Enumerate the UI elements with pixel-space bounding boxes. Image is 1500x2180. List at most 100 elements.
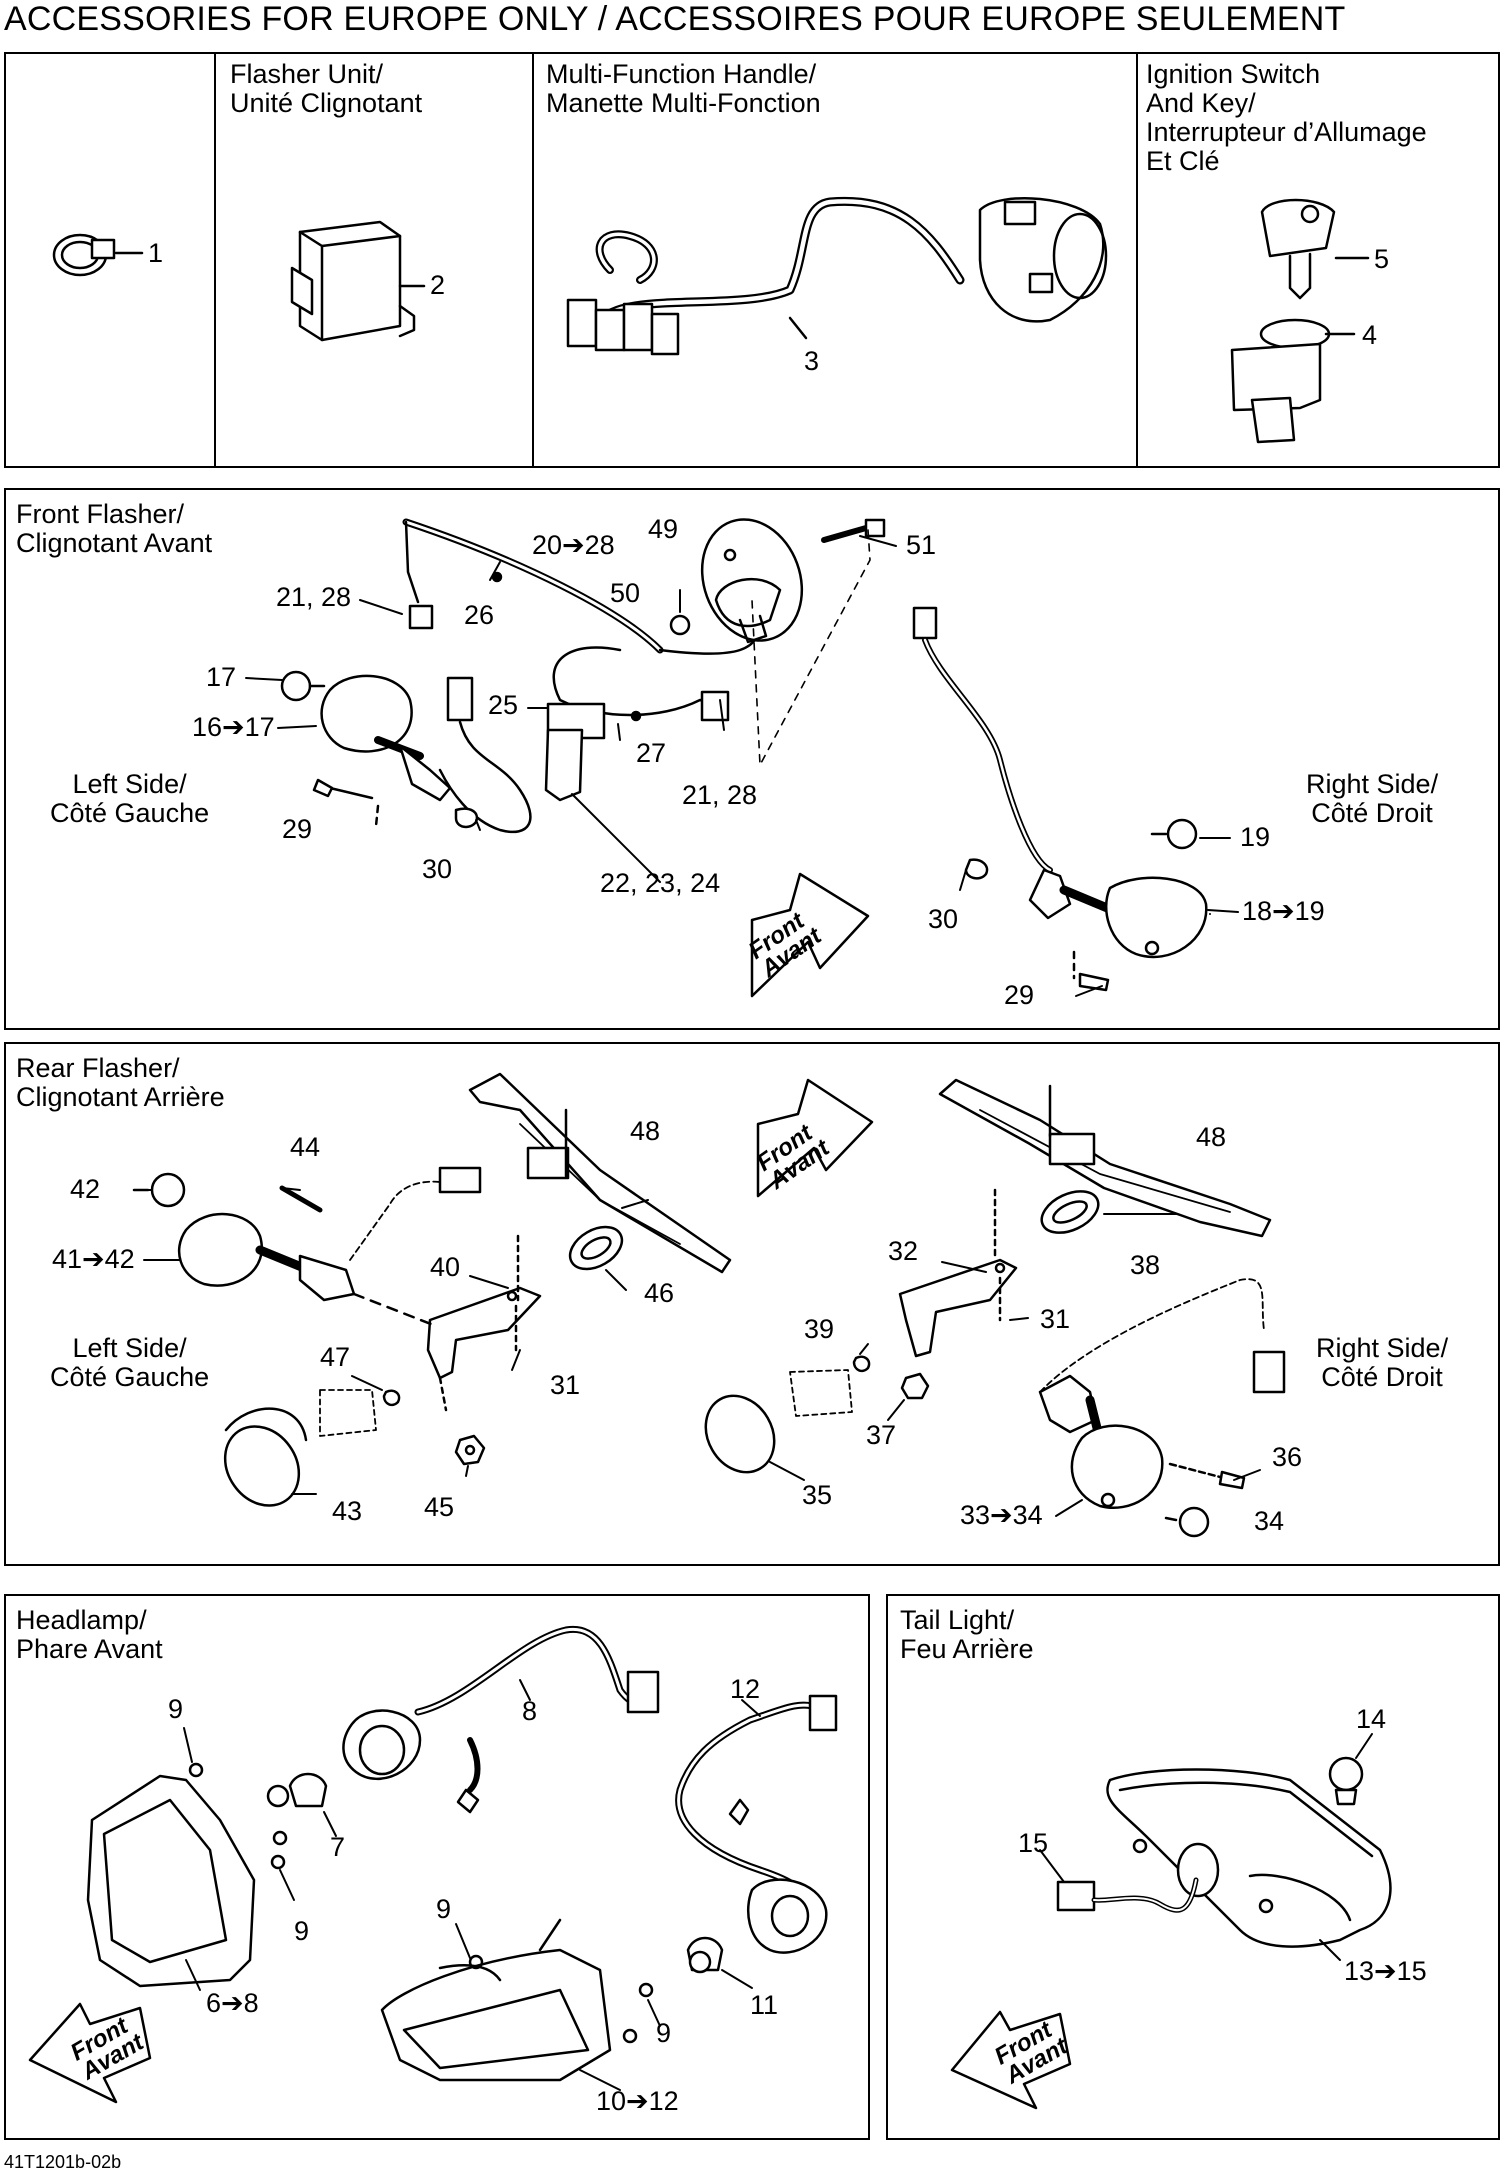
rear-bracket-32-right <box>898 1188 1018 1358</box>
tail-light-leaders <box>1039 1733 1373 1961</box>
callout-9-middle: 9 <box>436 1894 452 1924</box>
callout-32: 32 <box>888 1236 919 1266</box>
callout-34: 34 <box>1254 1506 1285 1536</box>
cell-flasher-unit <box>216 54 534 466</box>
ignition-key-part <box>1260 198 1370 300</box>
rear-right-side-label: Right Side/ Côté Droit <box>1316 1333 1449 1392</box>
callout-11: 11 <box>750 1990 779 2020</box>
cell-multi-function-handle <box>534 54 1138 466</box>
front-flasher-heading: Front Flasher/ Clignotant Avant <box>16 499 213 558</box>
callout-19: 19 <box>1240 822 1271 852</box>
callout-30-right: 30 <box>928 904 959 934</box>
callout-27: 27 <box>636 738 667 768</box>
front-flasher-panel: Front Flasher/ Clignotant Avant Left Sid… <box>4 488 1500 1030</box>
callout-44: 44 <box>290 1132 321 1162</box>
callout-9-top: 9 <box>168 1694 184 1724</box>
callout-43: 43 <box>332 1496 363 1526</box>
tail-light-bulb-14 <box>1328 1756 1364 1806</box>
rear-right-flasher-part <box>1038 1278 1286 1538</box>
rear-nut-45 <box>454 1434 486 1466</box>
callout-45: 45 <box>424 1492 455 1522</box>
callout-8: 8 <box>522 1696 538 1726</box>
rear-flasher-panel: Rear Flasher/ Clignotant Arrière Left Si… <box>4 1042 1500 1566</box>
page-title: ACCESSORIES FOR EUROPE ONLY / ACCESSOIRE… <box>4 0 1346 38</box>
rear-left-lens-43 <box>223 1389 401 1507</box>
front-right-side-label: Right Side/ Côté Droit <box>1306 769 1439 828</box>
multi-function-handle-part <box>566 196 1108 356</box>
callout-16-17: 16➔17 <box>192 712 275 742</box>
callout-1: 1 <box>148 238 164 268</box>
clip-part <box>52 233 144 277</box>
tail-light-front-arrow <box>950 2010 1072 2110</box>
callout-20-28: 20➔28 <box>532 530 615 560</box>
callout-6-8: 6➔8 <box>206 1988 259 2018</box>
callout-22-23-24: 22, 23, 24 <box>600 868 721 898</box>
callout-51: 51 <box>906 530 937 560</box>
callout-14: 14 <box>1356 1704 1387 1734</box>
front-flasher-harness <box>402 518 762 834</box>
callout-4: 4 <box>1362 320 1378 350</box>
front-left-side-label: Left Side/ Côté Gauche <box>50 769 210 828</box>
callout-9-bottom: 9 <box>656 2018 672 2048</box>
callout-41-42: 41➔42 <box>52 1244 135 1274</box>
headlamp-housing-10 <box>380 1918 654 2082</box>
callout-5: 5 <box>1374 244 1390 274</box>
headlamp-harness-12 <box>675 1694 838 1974</box>
callout-21-28-bottom: 21, 28 <box>682 780 758 810</box>
rear-bracket-40-left <box>426 1234 542 1412</box>
front-flasher-front-arrow <box>750 872 870 998</box>
rear-bracket-48-left <box>468 1072 732 1274</box>
rear-flasher-heading: Rear Flasher/ Clignotant Arrière <box>16 1053 225 1112</box>
headlamp-panel: Headlamp/ Phare Avant <box>4 1594 870 2140</box>
callout-25: 25 <box>488 690 519 720</box>
multi-function-handle-heading: Multi-Function Handle/ Manette Multi-Fon… <box>546 59 821 118</box>
callout-38: 38 <box>1130 1250 1161 1280</box>
tail-light-heading: Tail Light/ Feu Arrière <box>900 1605 1034 1664</box>
rear-flasher-leaders <box>139 1187 1261 1517</box>
callout-48-left: 48 <box>630 1116 661 1146</box>
callout-33-34: 33➔34 <box>960 1500 1043 1530</box>
ignition-switch-heading: Ignition Switch And Key/ Interrupteur d’… <box>1146 59 1427 176</box>
front-flasher-leaders <box>245 535 1239 997</box>
callout-21-28-top: 21, 28 <box>276 582 352 612</box>
callout-10-12: 10➔12 <box>596 2086 679 2116</box>
callout-37: 37 <box>866 1420 897 1450</box>
tail-light-panel: Tail Light/ Feu Arrière <box>886 1594 1500 2140</box>
headlamp-harness-8 <box>414 1625 660 1814</box>
callout-47: 47 <box>320 1342 351 1372</box>
callout-46: 46 <box>644 1278 675 1308</box>
ignition-switch-part <box>1230 318 1356 444</box>
callout-31-right: 31 <box>1040 1304 1071 1334</box>
callout-3: 3 <box>804 346 820 376</box>
callout-2: 2 <box>430 270 446 300</box>
front-lamp-49 <box>669 518 886 766</box>
callout-50: 50 <box>610 578 641 608</box>
callout-15: 15 <box>1018 1828 1049 1858</box>
callout-29-right: 29 <box>1004 980 1035 1010</box>
tail-light-harness-15 <box>1056 1877 1199 1913</box>
rear-bracket-48-right <box>938 1078 1272 1238</box>
headlamp-front-arrow <box>28 2002 152 2104</box>
callout-35: 35 <box>802 1480 833 1510</box>
callout-26: 26 <box>464 600 495 630</box>
callout-18-19: 18➔19 <box>1242 896 1325 926</box>
headlamp-socket-7 <box>266 1709 422 1808</box>
callout-48-right: 48 <box>1196 1122 1227 1152</box>
flasher-unit-heading: Flasher Unit/ Unité Clignotant <box>230 59 423 118</box>
callout-12: 12 <box>730 1674 761 1704</box>
callout-7: 7 <box>330 1832 346 1862</box>
callout-17: 17 <box>206 662 237 692</box>
callout-40: 40 <box>430 1252 461 1282</box>
headlamp-housing-6 <box>86 1762 288 1988</box>
callout-29-left: 29 <box>282 814 313 844</box>
callout-42: 42 <box>70 1174 101 1204</box>
rear-grommet-38 <box>1040 1190 1100 1234</box>
flasher-unit-part <box>290 220 426 342</box>
callout-36: 36 <box>1272 1442 1303 1472</box>
front-right-flasher-part <box>912 606 1208 992</box>
footer-code: 41T1201b-02b <box>4 2152 122 2172</box>
callout-49: 49 <box>648 514 679 544</box>
callout-13-15: 13➔15 <box>1344 1956 1427 1986</box>
callout-39: 39 <box>804 1314 835 1344</box>
rear-grommet-46 <box>568 1225 624 1271</box>
